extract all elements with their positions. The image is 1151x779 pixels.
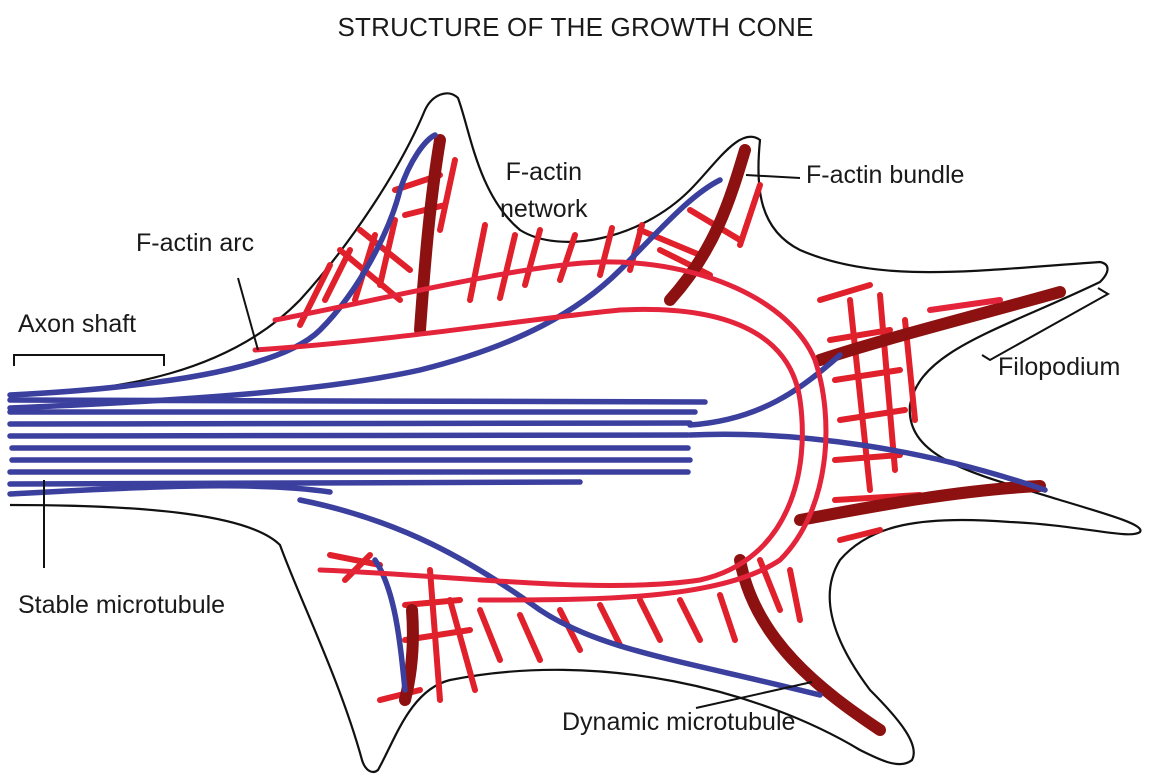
f-actin-arcs — [255, 262, 1000, 600]
f-actin-network-stroke — [640, 600, 660, 640]
f-actin-bundle — [800, 486, 1040, 520]
f-actin-bundle — [420, 140, 440, 330]
f-actin-network-stroke — [480, 610, 500, 660]
dynamic-microtubule — [375, 560, 405, 690]
f-actin-network-stroke — [790, 570, 800, 620]
f-actin-network-stroke — [525, 230, 540, 285]
f-actin-network-stroke — [880, 295, 895, 470]
label-dynamic-microtubule: Dynamic microtubule — [562, 707, 795, 737]
f-actin-bundle-leader — [746, 175, 800, 178]
f-actin-network-stroke — [680, 600, 700, 640]
f-actin-network-stroke — [720, 595, 735, 640]
f-actin-bundle — [820, 292, 1060, 360]
f-actin-network-stroke — [450, 600, 475, 690]
dynamic-microtubule-leader — [696, 682, 812, 708]
stable-microtubule — [10, 423, 690, 424]
axon-shaft-bracket — [14, 355, 164, 366]
f-actin-arc-leader — [238, 278, 258, 350]
f-actin-network-stroke — [500, 235, 515, 298]
label-f-actin-bundle: F-actin bundle — [806, 160, 964, 190]
stable-microtubule — [10, 435, 688, 436]
f-actin-arc — [275, 262, 826, 600]
stable-microtubule — [10, 482, 580, 484]
f-actin-network-stroke — [820, 285, 870, 300]
label-axon-shaft: Axon shaft — [18, 309, 136, 339]
label-f-actin-network: F-actin network — [500, 154, 588, 228]
label-f-actin-arc: F-actin arc — [136, 228, 254, 258]
label-stable-microtubule: Stable microtubule — [18, 590, 225, 620]
f-actin-network-stroke — [600, 228, 612, 275]
f-actin-network-stroke — [840, 410, 905, 420]
label-filopodium: Filopodium — [998, 352, 1120, 382]
dynamic-microtubule — [10, 180, 720, 408]
f-actin-network-stroke — [835, 370, 900, 380]
f-actin-network-stroke — [470, 225, 485, 300]
f-actin-network-stroke — [440, 160, 455, 230]
f-actin-network-stroke — [740, 185, 760, 245]
diagram-title: STRUCTURE OF THE GROWTH CONE — [0, 12, 1151, 42]
stable-microtubule — [10, 486, 330, 494]
f-actin-network-stroke — [520, 615, 540, 660]
